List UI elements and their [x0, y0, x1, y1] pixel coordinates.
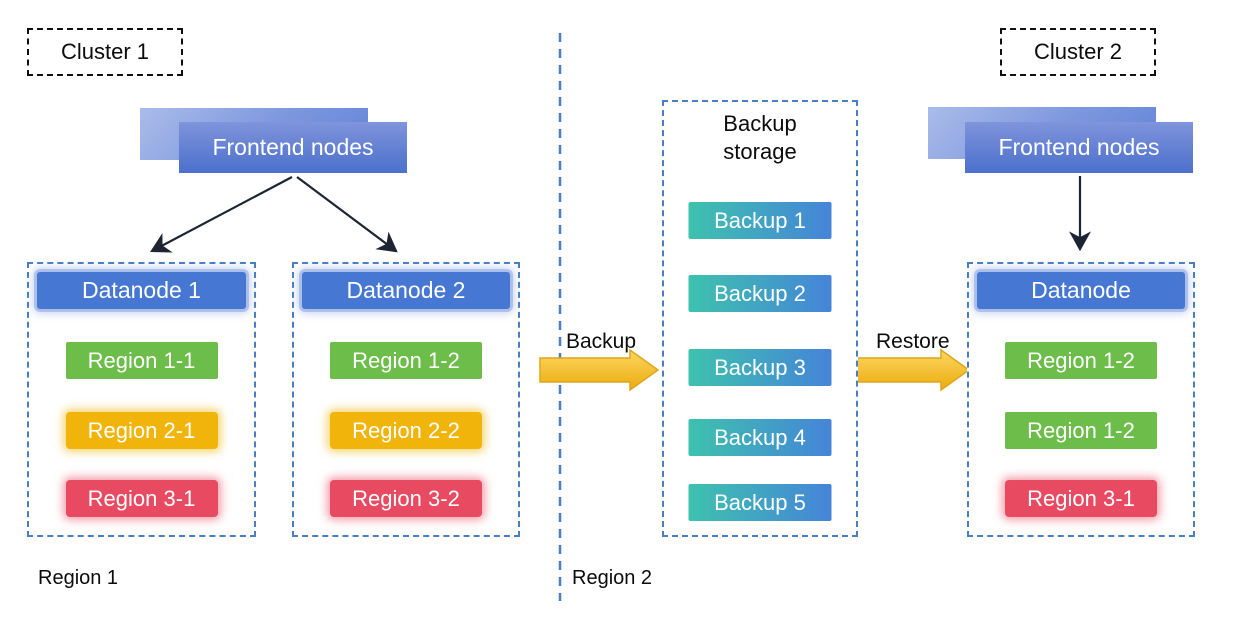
cluster2-frontend-box: Frontend nodes: [965, 122, 1193, 173]
region-label: Region 3-2: [352, 485, 460, 511]
region-label: Region 1-2: [352, 347, 460, 373]
restore-flow-label: Restore: [876, 330, 950, 353]
backup-item-label: Backup 5: [714, 489, 806, 515]
backup-item-label: Backup 3: [714, 354, 806, 380]
region-label: Region 3-1: [87, 485, 196, 511]
backup-item: Backup 2: [688, 275, 832, 312]
arrow-frontend-to-datanode1: [150, 176, 293, 253]
region2-footer-label: Region 2: [572, 567, 653, 589]
cluster2-datanode-title: Datanode: [1031, 277, 1131, 303]
region-badge: Region 2-2: [330, 412, 482, 449]
backup-arrow: [539, 348, 660, 392]
restore-arrow: [854, 348, 971, 392]
backup-item: Backup 3: [688, 349, 832, 386]
cluster2-datanode-header: Datanode: [977, 272, 1185, 309]
backup-flow-label: Backup: [566, 330, 637, 353]
cluster2-frontend-label: Frontend nodes: [998, 134, 1160, 160]
cluster1-label: Cluster 1: [60, 39, 150, 64]
datanode2-title: Datanode 2: [346, 277, 466, 303]
datanode1-header: Datanode 1: [37, 272, 246, 309]
region-badge: Region 3-1: [65, 480, 218, 517]
cluster1-label-box: Cluster 1: [27, 28, 183, 76]
region-badge: Region 1-2: [1005, 412, 1157, 449]
cluster2-datanode-container: Datanode Region 1-2 Region 1-2 Region 3-…: [967, 262, 1195, 537]
region1-footer-label: Region 1: [38, 567, 119, 589]
backup-item-label: Backup 4: [714, 424, 806, 450]
cluster1-frontend-box: Frontend nodes: [179, 122, 407, 173]
datanode2-header: Datanode 2: [302, 272, 510, 309]
datanode1-container: Datanode 1 Region 1-1 Region 2-1 Region …: [27, 262, 256, 537]
region-label: Region 1-2: [1027, 417, 1135, 443]
backup-item-label: Backup 2: [714, 280, 806, 306]
region-badge: Region 2-1: [65, 412, 218, 449]
region-badge: Region 1-1: [65, 342, 218, 379]
backup-item: Backup 5: [688, 484, 832, 521]
region-label: Region 3-1: [1027, 485, 1135, 511]
cluster2-label-box: Cluster 2: [1000, 28, 1156, 76]
datanode2-container: Datanode 2 Region 1-2 Region 2-2 Region …: [292, 262, 520, 537]
datanode1-title: Datanode 1: [82, 277, 201, 303]
backup-item: Backup 1: [688, 202, 832, 239]
backup-item-label: Backup 1: [714, 207, 806, 233]
cluster2-label: Cluster 2: [1033, 39, 1123, 64]
arrow-frontend-to-datanode2: [296, 176, 398, 253]
region-label: Region 2-1: [87, 417, 196, 443]
cluster1-frontend-label: Frontend nodes: [212, 134, 374, 160]
backup-item: Backup 4: [688, 419, 832, 456]
region-badge: Region 1-2: [1005, 342, 1157, 379]
backup-storage-container: Backup storage Backup 1 Backup 2 Backup …: [662, 100, 858, 537]
region-badge: Region 3-2: [330, 480, 482, 517]
region-badge: Region 1-2: [330, 342, 482, 379]
region-label: Region 1-2: [1027, 347, 1135, 373]
region-label: Region 1-1: [87, 347, 196, 373]
region-badge: Region 3-1: [1005, 480, 1157, 517]
backup-storage-title: Backup storage: [723, 111, 797, 164]
region-label: Region 2-2: [352, 417, 460, 443]
